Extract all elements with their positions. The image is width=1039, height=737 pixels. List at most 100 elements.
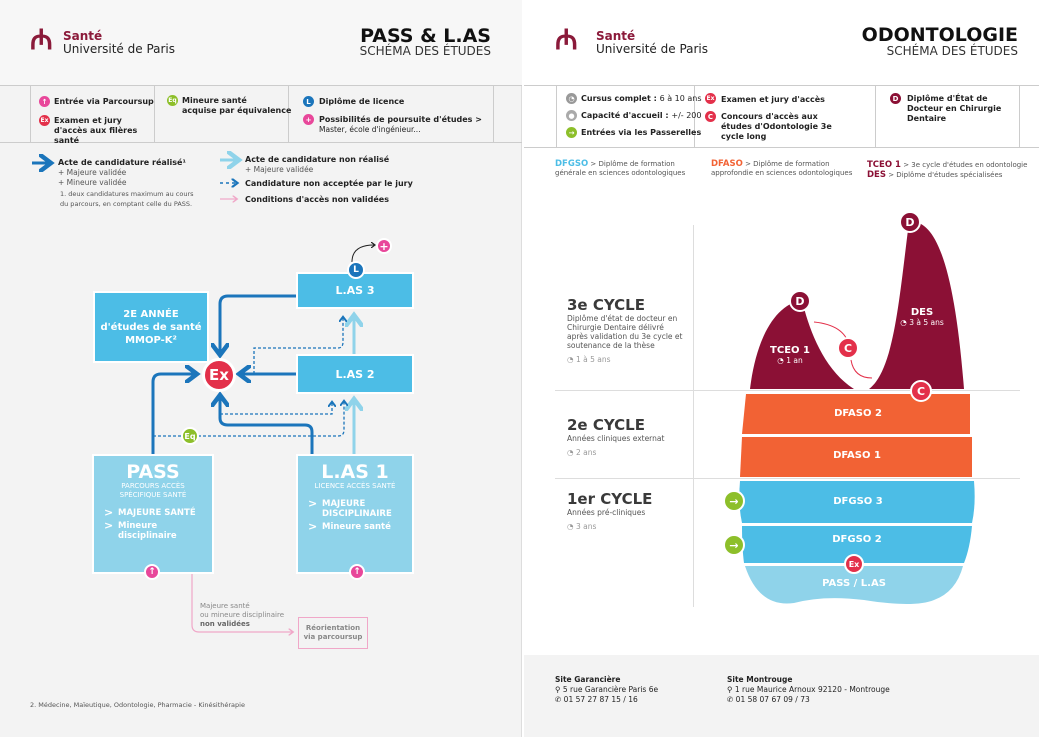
- tooth-diagram: [739, 221, 975, 604]
- cycle-3-title: 3e CYCLE: [567, 296, 645, 314]
- legend-footnote-1: 1. deux candidatures maximum au cours du…: [60, 190, 194, 208]
- cycle-2-title: 2e CYCLE: [567, 416, 645, 434]
- reorient-note-1: Majeure santé: [200, 602, 250, 610]
- pass-item-2: Mineure disciplinaire: [104, 521, 202, 541]
- diploma-icon: D: [890, 93, 901, 104]
- legend-done-1: + Majeure validée: [58, 168, 127, 177]
- site-garanciere-name: Site Garancière: [555, 675, 621, 684]
- dfaso1-label: DFASO 1: [833, 450, 881, 461]
- layer-dfgso2: [742, 526, 972, 563]
- des-title: DES: [910, 307, 934, 318]
- passerelle-dfgso3-icon: →: [723, 490, 745, 512]
- abbr-des-key: DES: [867, 170, 886, 180]
- reorientation-box: Réorientation via parcoursup: [298, 617, 368, 649]
- legend-exam: Examen et jury d'accès aux filères santé: [54, 116, 138, 145]
- crown-des: [869, 221, 964, 389]
- legend-done-2: + Mineure validée: [58, 178, 127, 187]
- box-las1: L.AS 1 LICENCE ACCÈS SANTÉ MAJEURE DISCI…: [296, 454, 414, 574]
- logo-line1-right: Santé: [596, 29, 636, 43]
- legend-eq-2: acquise par équivalence: [182, 106, 292, 115]
- plus-circle-icon: +: [376, 238, 392, 254]
- box-2e-annee-l2: d'études de santé: [100, 321, 202, 333]
- cycle-1-duration: 3 ans: [575, 522, 597, 531]
- site-garanciere-addr: 5 rue Garancière Paris 6e: [562, 685, 659, 694]
- legend-concours: Concours d'accès aux études d'Odontologi…: [721, 112, 832, 141]
- university-logo: ₼: [30, 23, 53, 56]
- dfgso2-label: DFGSO 2: [832, 534, 882, 545]
- box-2e-annee-l1: 2E ANNÉE: [123, 308, 179, 320]
- layer-pass: [745, 566, 963, 604]
- cycle-1: 1er CYCLE Années pré-cliniques ◔ 3 ans: [567, 490, 687, 531]
- cycle-3-duration: 1 à 5 ans: [575, 355, 611, 364]
- concours-c-des: C: [837, 337, 859, 359]
- person-icon: ●: [566, 110, 577, 121]
- cycle-3-desc: Diplôme d'état de docteur en Chirurgie D…: [567, 314, 683, 350]
- equivalence-icon: Eq: [167, 95, 178, 106]
- box-pass: PASS PARCOURS ACCÈS SPÉCIFIQUE SANTÉ MAJ…: [92, 454, 214, 574]
- concours-c-tceo: C: [910, 380, 932, 402]
- page-subtitle: SCHÉMA DES ÉTUDES: [359, 44, 491, 58]
- reorient-note-2: ou mineure disciplinaire: [200, 611, 285, 619]
- page-title-right: ODONTOLOGIE: [861, 24, 1018, 46]
- legend-invalid: Conditions d'accès non validées: [245, 195, 389, 204]
- legend-parcoursup: Entrée via Parcoursup: [54, 97, 154, 106]
- cycle-2-desc: Années cliniques externat: [567, 434, 665, 443]
- diploma-d-des: D: [899, 211, 921, 233]
- box-2e-annee-l3: MMOP-K²: [125, 334, 177, 346]
- site-montrouge-tel: 01 58 07 67 09 / 73: [735, 695, 810, 704]
- footer: [524, 655, 1039, 737]
- legend-licence: Diplôme de licence: [319, 97, 405, 106]
- layer-dfaso1: [740, 437, 972, 477]
- parcoursup-pass-icon: ↑: [144, 564, 160, 580]
- passerelle-dfgso2-icon: →: [723, 534, 745, 556]
- tceo-label: TCEO 1◔ 1 an: [760, 345, 820, 365]
- cycle-1-title: 1er CYCLE: [567, 490, 653, 508]
- tceo-title: TCEO 1: [770, 345, 810, 356]
- crown-tceo: [750, 300, 854, 389]
- pass-sub: PARCOURS ACCÈS SPÉCIFIQUE SANTÉ: [119, 482, 187, 499]
- page-title: PASS & L.AS: [360, 25, 491, 47]
- pass-item-1: MAJEURE SANTÉ: [104, 508, 202, 518]
- site-montrouge-addr: 1 rue Maurice Arnoux 92120 - Montrouge: [734, 685, 890, 694]
- abbr-dfaso-value: > Diplôme de formation approfondie en sc…: [711, 160, 853, 177]
- las2-label: L.AS 2: [335, 367, 375, 381]
- cycle-3: 3e CYCLE Diplôme d'état de docteur en Ch…: [567, 296, 687, 364]
- legend-passerelles: Entrées via les Passerelles: [581, 128, 702, 137]
- odontologie-page: ₼ Santé Université de Paris ODONTOLOGIE …: [524, 0, 1039, 737]
- footnote-2: 2. Médecine, Maïeutique, Odontologie, Ph…: [30, 701, 245, 709]
- university-logo-right: ₼: [555, 23, 578, 56]
- legend-exam-right: Examen et jury d'accès: [721, 95, 825, 104]
- exam-icon-right: Ex: [705, 93, 716, 104]
- abbr-tceo-des: TCEO 1 > 3e cycle d'études en odontologi…: [867, 160, 1037, 180]
- dfaso2-label: DFASO 2: [834, 408, 882, 419]
- reorient-note-3: non validées: [200, 620, 250, 628]
- las1-item-2: Mineure santé: [308, 522, 402, 532]
- des-duration: 3 à 5 ans: [909, 318, 944, 327]
- abbr-dfgso-value: > Diplôme de formation générale en scien…: [555, 160, 686, 177]
- eq-circle: Eq: [181, 427, 199, 445]
- licence-circle: L: [347, 261, 365, 279]
- capacity-label: Capacité d'accueil :: [581, 111, 669, 120]
- logo-line2: Université de Paris: [63, 42, 176, 56]
- site-montrouge: Site Montrouge ⚲ 1 rue Maurice Arnoux 92…: [727, 675, 890, 704]
- exam-icon: Ex: [39, 115, 50, 126]
- las1-sub: LICENCE ACCÈS SANTÉ: [314, 482, 396, 490]
- abbr-tceo-value: > 3e cycle d'études en odontologie: [903, 161, 1028, 169]
- legend-plus-sub: Master, école d'ingénieur...: [319, 125, 421, 134]
- abbr-dfaso: DFASO > Diplôme de formation approfondie…: [711, 160, 861, 178]
- reorient-box-1: Réorientation: [305, 624, 361, 632]
- concours-icon: C: [705, 111, 716, 122]
- clock-icon: ◔: [566, 93, 577, 104]
- site-montrouge-name: Site Montrouge: [727, 675, 793, 684]
- des-label: DES◔ 3 à 5 ans: [892, 307, 952, 327]
- flow-diagram: [32, 0, 522, 737]
- capacity-value: +/- 200: [671, 111, 702, 120]
- legend-diploma: Diplôme d'État de Docteur en Chirurgie D…: [907, 94, 1002, 123]
- las1-item-1: MAJEURE DISCIPLINAIRE: [308, 499, 402, 519]
- abbr-dfgso-key: DFGSO: [555, 159, 589, 169]
- las1-title: L.AS 1: [321, 461, 389, 483]
- site-garanciere-tel: 01 57 27 87 15 / 16: [563, 695, 638, 704]
- licence-icon: L: [303, 96, 314, 107]
- diploma-d-tceo: D: [789, 290, 811, 312]
- legend-rejected: Candidature non acceptée par le jury: [245, 179, 413, 188]
